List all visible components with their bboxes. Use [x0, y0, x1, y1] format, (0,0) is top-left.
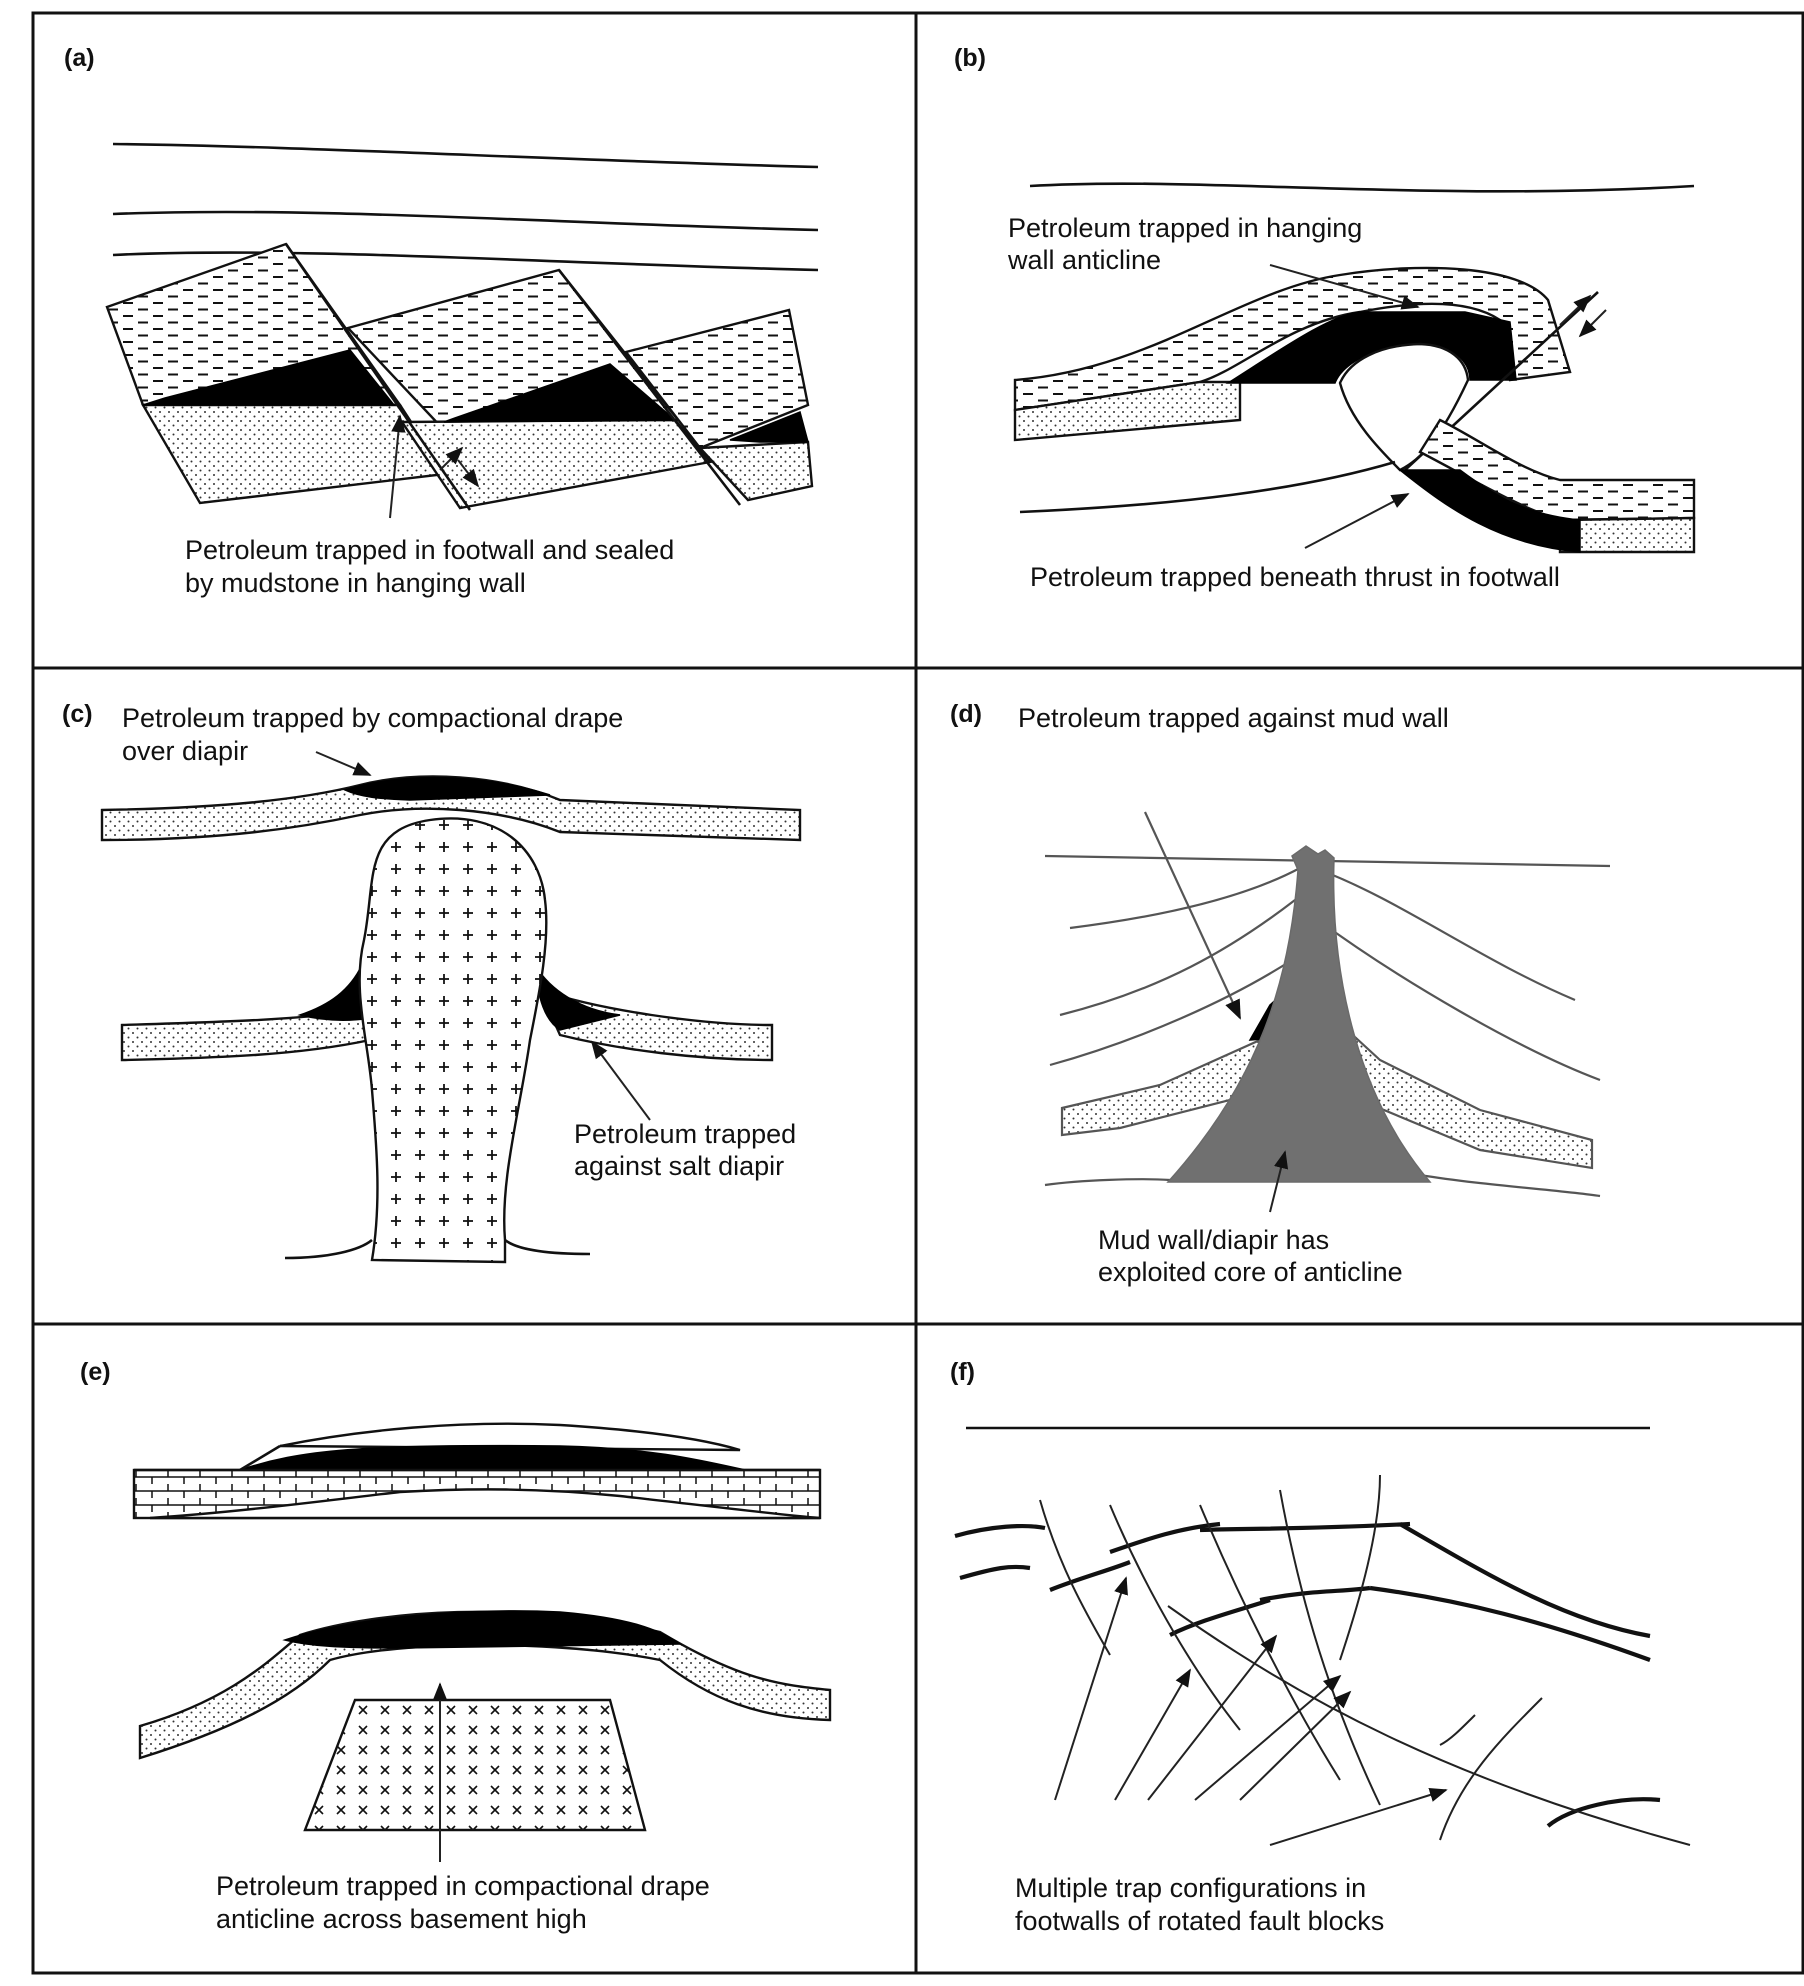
caption-basement-drape: Petroleum trapped in compactional drape …: [216, 1871, 717, 1934]
panel-label: (c): [62, 700, 93, 728]
panel-label: (f): [950, 1358, 975, 1386]
panel-label: (a): [64, 44, 95, 72]
panel-label: (e): [80, 1358, 111, 1386]
caption-beneath-thrust: Petroleum trapped beneath thrust in foot…: [1030, 562, 1560, 592]
caption-against-salt-diapir: Petroleum trapped against salt diapir: [574, 1119, 804, 1181]
caption-rotated-fault-blocks: Multiple trap configurations in footwall…: [1015, 1873, 1384, 1936]
caption-hanging-wall-anticline: Petroleum trapped in hanging wall anticl…: [1007, 213, 1370, 275]
panel-grid-frame: [31, 11, 1804, 1975]
panel-a: (a) Petroleum trapped in footwall and se…: [64, 44, 819, 598]
panel-e: (e) Petroleum trapped in compactional dr…: [80, 1358, 832, 1934]
caption-against-mud-wall: Petroleum trapped against mud wall: [1018, 703, 1449, 733]
panel-label: (b): [954, 44, 986, 72]
panel-c: (c) Petroleum trapped by compactional dr…: [62, 700, 804, 1264]
panel-d: (d) Petroleum trapped against mud wall M…: [950, 700, 1611, 1287]
caption-footwall-trap: Petroleum trapped in footwall and sealed…: [185, 535, 682, 598]
caption-drape-over-diapir: Petroleum trapped by compactional drape …: [122, 703, 631, 766]
panel-b: (b) Petroleum trapped in hanging wall an…: [954, 44, 1696, 592]
caption-mud-wall-core: Mud wall/diapir has exploited core of an…: [1098, 1225, 1403, 1287]
panel-f: (f) Multiple trap configurations in foot…: [950, 1358, 1691, 1936]
panel-label: (d): [950, 700, 982, 728]
